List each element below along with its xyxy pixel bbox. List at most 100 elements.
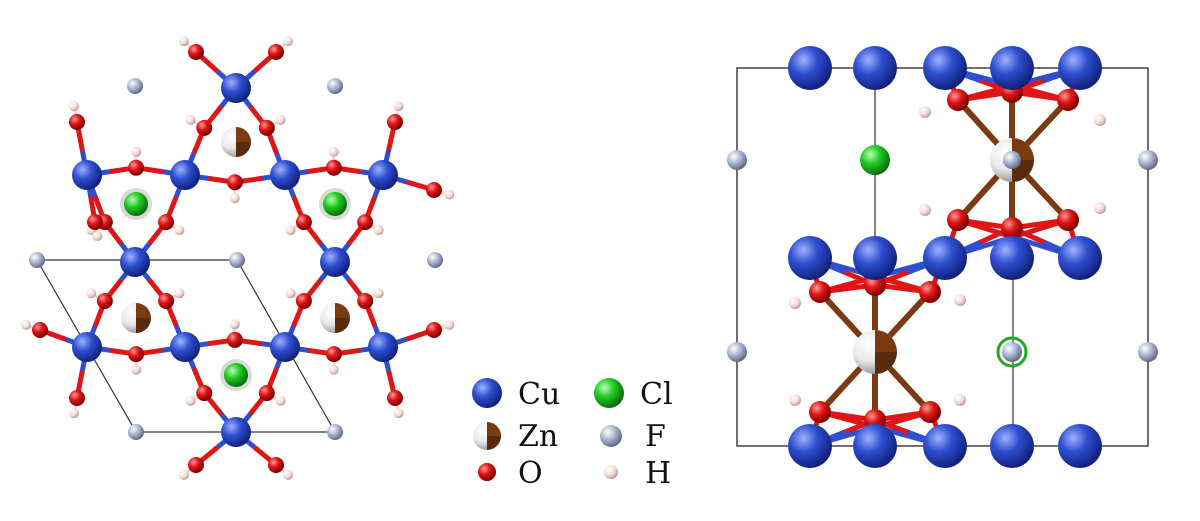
- h-atom: [789, 394, 801, 406]
- zn-atom-icon-wedge-2: [487, 436, 501, 450]
- legend-item-cl: Cl: [594, 377, 673, 412]
- h-atom: [373, 225, 384, 236]
- f-atom: [1138, 342, 1158, 362]
- h-atom: [69, 408, 79, 419]
- o-atom: [809, 401, 831, 423]
- cu-atom: [170, 160, 200, 190]
- h-atom: [1094, 202, 1106, 214]
- f-atom: [29, 252, 45, 268]
- cu-atom: [320, 247, 350, 277]
- h-atom: [92, 231, 103, 242]
- cu-atom: [368, 160, 398, 190]
- o-atom: [258, 119, 275, 136]
- cu-atom-icon: [472, 378, 502, 408]
- h-atom: [328, 364, 339, 375]
- f-atom: [727, 150, 747, 170]
- zn-atom-icon-wedge: [487, 422, 501, 436]
- h-atom: [174, 288, 185, 299]
- h-atom: [285, 288, 296, 299]
- cl-atom-ring: [996, 336, 1028, 368]
- cu-atom: [788, 46, 832, 90]
- o-atom: [295, 214, 312, 231]
- h-atom: [86, 288, 97, 299]
- left-atoms: [20, 36, 455, 480]
- cu-atom: [120, 247, 150, 277]
- o-atom: [325, 346, 342, 363]
- zn-atom-wedge: [335, 303, 350, 318]
- h-atom: [954, 394, 966, 406]
- f-atom: [1003, 151, 1021, 169]
- cu-atom: [853, 46, 897, 90]
- cu-atom: [221, 417, 251, 447]
- cu-atom: [853, 236, 897, 280]
- f-atom: [128, 424, 144, 440]
- h-atom: [1094, 114, 1106, 126]
- o-atom: [919, 281, 941, 303]
- f-atom: [327, 424, 343, 440]
- legend: Cu Cl Zn F O H: [472, 377, 673, 491]
- cu-atom: [923, 236, 967, 280]
- h-atom: [229, 193, 240, 204]
- o-atom: [158, 292, 175, 309]
- legend-item-cu: Cu: [472, 377, 560, 412]
- o-atom: [258, 385, 275, 402]
- o-atom: [357, 214, 374, 231]
- o-atom: [268, 457, 284, 473]
- h-atom: [919, 106, 931, 118]
- zn-atom-wedge: [875, 352, 897, 374]
- o-atom: [295, 292, 312, 309]
- h-atom: [69, 101, 79, 112]
- legend-label-f: F: [645, 419, 666, 454]
- cu-atom: [923, 424, 967, 468]
- h-atom: [328, 146, 339, 157]
- h-atom: [131, 364, 142, 375]
- cu-atom: [923, 46, 967, 90]
- o-atom: [947, 89, 969, 111]
- legend-item-zn: Zn: [473, 419, 558, 454]
- o-atom: [426, 322, 442, 338]
- o-atom: [947, 209, 969, 231]
- f-atom: [727, 342, 747, 362]
- o-atom: [196, 119, 213, 136]
- o-atom: [87, 214, 103, 230]
- right-atoms: [727, 46, 1158, 468]
- o-atom: [268, 44, 284, 60]
- o-atom-icon: [478, 463, 496, 481]
- o-atom: [809, 281, 831, 303]
- cu-atom: [368, 332, 398, 362]
- legend-item-h: H: [604, 456, 671, 491]
- legend-item-f: F: [600, 419, 666, 454]
- legend-label-cu: Cu: [518, 377, 560, 412]
- h-atom: [275, 114, 286, 125]
- h-atom: [373, 288, 384, 299]
- o-atom: [226, 174, 243, 191]
- h-atom: [275, 395, 286, 406]
- o-atom: [32, 322, 48, 338]
- o-atom: [96, 292, 113, 309]
- legend-label-h: H: [645, 456, 671, 491]
- cl-atom-icon: [594, 378, 624, 408]
- zn-atom-wedge: [236, 127, 251, 142]
- cu-atom: [990, 236, 1034, 280]
- h-atom: [229, 319, 240, 330]
- zn-atom-wedge: [236, 142, 251, 157]
- legend-label-o: O: [518, 456, 543, 491]
- h-atom: [20, 319, 31, 330]
- cu-atom: [788, 236, 832, 280]
- h-atom: [444, 189, 455, 200]
- h-atom-icon: [604, 465, 618, 479]
- cu-atom: [72, 332, 102, 362]
- o-atom: [919, 401, 941, 423]
- h-atom: [283, 36, 293, 47]
- o-atom: [387, 114, 403, 130]
- cu-atom: [1058, 236, 1102, 280]
- o-atom: [864, 274, 886, 296]
- cu-atom: [221, 73, 251, 103]
- o-atom: [188, 457, 204, 473]
- cu-atom: [990, 424, 1034, 468]
- cl-atom: [124, 192, 148, 216]
- h-atom: [174, 225, 185, 236]
- o-atom: [128, 346, 145, 363]
- o-atom: [188, 44, 204, 60]
- f-atom: [229, 252, 245, 268]
